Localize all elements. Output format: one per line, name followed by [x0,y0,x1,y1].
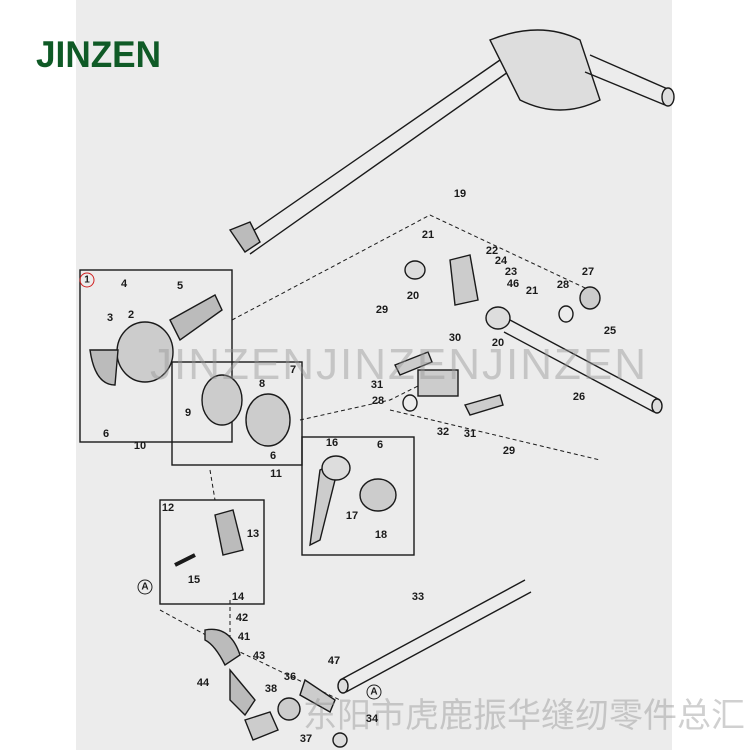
part-32-block [417,369,459,397]
part-label: 12 [161,502,175,514]
part-20-collar [404,260,426,280]
part-label: 3 [106,312,114,324]
part-label: 24 [494,255,508,267]
part-label: 9 [184,407,192,419]
part-label: 26 [572,391,586,403]
part-15-screw [174,553,196,567]
part-label: 29 [375,304,389,316]
part-label: 21 [421,229,435,241]
part-36-collar [277,697,301,721]
part-41-bracket [204,628,241,667]
part-label: 23 [504,266,518,278]
part-label: 6 [376,439,384,451]
callout-a-lower: A [366,684,382,700]
part-label: 20 [406,290,420,302]
part-label: 31 [370,379,384,391]
part-label: 43 [252,650,266,662]
shaft-end [584,54,671,106]
diagram-paper [76,0,672,750]
callout-a: A [137,579,153,595]
part-8-cam [245,393,291,447]
part-label: 8 [258,378,266,390]
part-label: 47 [327,655,341,667]
main-shaft [239,59,509,255]
group-box-1 [79,269,233,443]
part-20-collar-b [485,306,511,330]
part-label: 41 [237,631,251,643]
part-label: 2 [127,309,135,321]
part-26-shaft [503,319,661,413]
shaft-housing [489,29,601,111]
part-43-plate [229,668,256,717]
part-label: 25 [603,325,617,337]
part-label: 42 [235,612,249,624]
part-label: 36 [283,671,297,683]
part-28-washer [558,305,574,323]
part-label: 17 [345,510,359,522]
part-28-washer-b [402,394,418,412]
part-label: 32 [436,426,450,438]
part-label: 22 [485,245,499,257]
group-box-7 [171,361,303,466]
part-3-clamp [89,349,119,386]
part-label: 13 [246,528,260,540]
part-label: 4 [120,278,128,290]
part-35-block [244,711,279,741]
fork-part [228,221,261,253]
part-label: 38 [264,683,278,695]
part-22-lever [449,254,479,306]
part-31-link [394,351,433,376]
part-9-eccentric [201,374,243,426]
part-label: 29 [502,445,516,457]
part-label: 16 [325,437,339,449]
part-label: 34 [365,713,379,725]
part-18-cam [359,478,397,512]
watermark-latin: JINZENJINZENJINZEN [150,340,648,389]
part-label: 15 [187,574,201,586]
part-label: 14 [231,591,245,603]
part-13-clamp [214,509,244,556]
part-label: 20 [491,337,505,349]
part-label: 44 [196,677,210,689]
part-label: 11 [270,468,282,480]
part-33-shaft [339,579,532,693]
part-label: 21 [525,285,539,297]
group-box-16 [301,436,415,556]
part-label: 30 [448,332,462,344]
part-label: 5 [176,280,184,292]
part-label: 46 [506,278,520,290]
part-label: 18 [374,529,388,541]
part-34-arm [299,678,336,713]
part-label: 31 [463,428,477,440]
part-27-bushing [579,286,601,310]
part-label: 37 [299,733,313,745]
part-label: 6 [269,450,277,462]
watermark-chinese: 东阳市虎鹿振华缝纫零件总汇 [303,697,745,735]
group-box-12 [159,499,265,605]
part-label: 6 [102,428,110,440]
part-label: 28 [556,279,570,291]
part-label: 27 [581,266,595,278]
part-label: 7 [289,364,297,376]
part-label: 33 [411,591,425,603]
part-31-link-b [463,394,504,416]
brand-logo: JINZEN [36,34,161,75]
part-label: 19 [453,188,467,200]
part-label: 28 [371,395,385,407]
part-label-1-highlighted[interactable]: 1 [79,272,95,288]
part-4-link [169,294,223,342]
part-label: 10 [133,440,147,452]
